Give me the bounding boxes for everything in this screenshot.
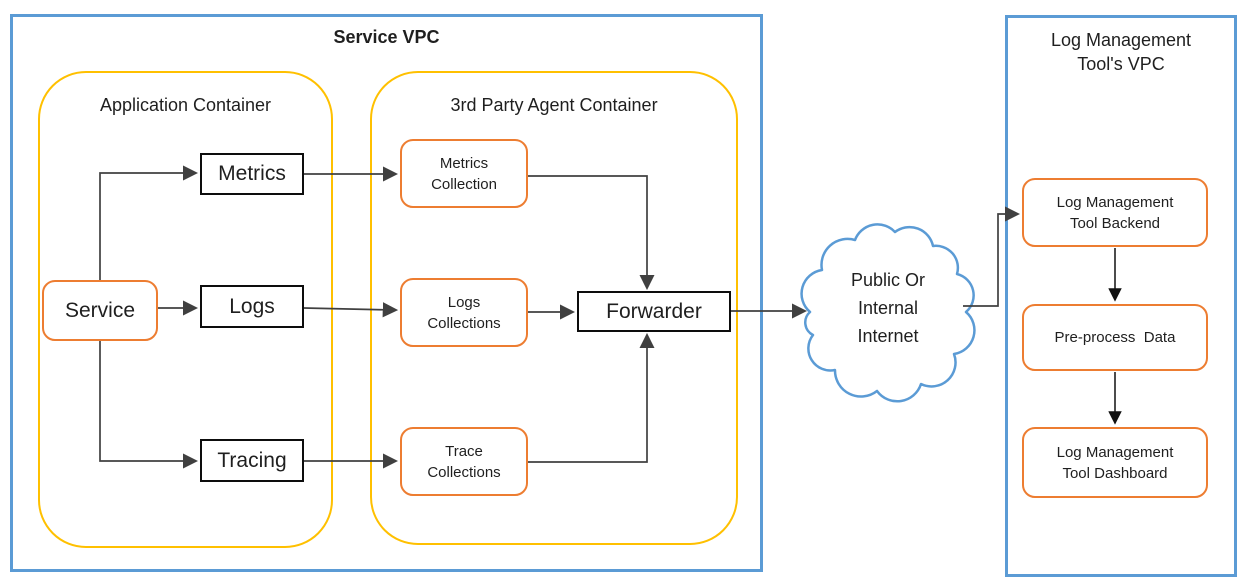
internet-cloud-label: Public Or Internal Internet: [850, 270, 926, 346]
node-trace-collections: Trace Collections: [400, 427, 528, 496]
application-container-title: Application Container: [99, 95, 272, 115]
node-log-tool-dashboard: Log Management Tool Dashboard: [1022, 427, 1208, 498]
node-logs-collections: Logs Collections: [400, 278, 528, 347]
node-service: Service: [42, 280, 158, 341]
service-vpc-title: Service VPC: [333, 27, 440, 47]
node-metrics-collection: Metrics Collection: [400, 139, 528, 208]
agent-container-title: 3rd Party Agent Container: [450, 95, 658, 115]
node-preprocess-data: Pre-process Data: [1022, 304, 1208, 371]
node-tracing: Tracing: [200, 439, 304, 482]
node-logs: Logs: [200, 285, 304, 328]
log-tool-vpc-title: Log Management Tool's VPC: [1050, 30, 1192, 74]
node-metrics: Metrics: [200, 153, 304, 195]
node-log-tool-backend: Log Management Tool Backend: [1022, 178, 1208, 247]
node-forwarder: Forwarder: [577, 291, 731, 332]
